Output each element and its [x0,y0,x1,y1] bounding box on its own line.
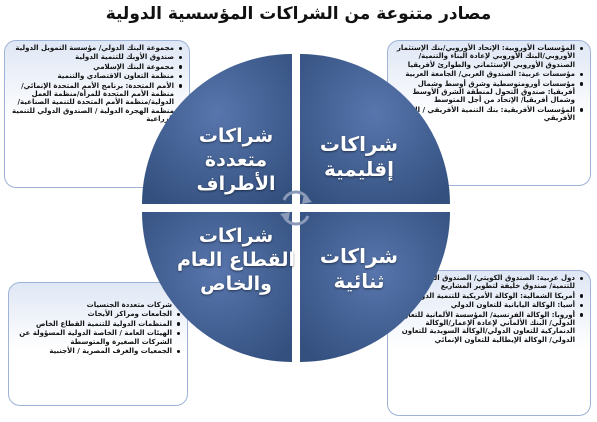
public-private-partners-box: شركات متعددة الجنسيات الجامعات ومراكز ال… [8,282,188,406]
list-item: دول عربية: الصندوق الكويتي/ الصندوق السع… [392,274,583,291]
list-item: مجموعة البنك الدولي/ مؤسسة التمويل الدول… [9,44,182,52]
list-item: مؤسسات أورومتوسطية وشرق أوسط وشمال أفريق… [392,80,583,105]
list-item: مؤسسات عربية: الصندوق العربي/ الجامعة ال… [392,70,583,78]
regional-partners-list: المؤسسات الأوروبية: الإتحاد الأوروبي/بنك… [392,44,584,123]
public-private-partners-list: شركات متعددة الجنسيات الجامعات ومراكز ال… [13,301,181,355]
quadrant-top-left [142,54,292,204]
list-item: الأمم المتحدة: برنامج الأمم المتحدة الإن… [9,82,182,124]
list-item: مجموعة البنك الإسلامي [9,63,182,71]
page-title: مصادر متنوعة من الشراكات المؤسسية الدولي… [105,4,492,24]
list-item: أمريكا الشمالية: الوكالة الأمريكية للتنم… [392,291,583,300]
multilateral-partners-list: مجموعة البنك الدولي/ مؤسسة التمويل الدول… [9,44,183,124]
list-item: المنظمات الدولية للتنمية القطاع الخاص [13,320,180,328]
list-item: الجامعات ومراكز الأبحاث [13,310,180,318]
quadrant-label-bilateral: شراكات ثنائية [319,244,399,293]
multilateral-partners-box: مجموعة البنك الدولي/ مؤسسة التمويل الدول… [4,40,190,188]
quadrant-top-right [300,54,450,204]
list-item: أوروبا: الوكالة الفرنسية/ المؤسسة الألما… [392,311,583,345]
quadrant-bottom-right [300,212,450,362]
quadrant-circle [142,54,450,362]
bilateral-partners-list: دول عربية: الصندوق الكويتي/ الصندوق السع… [392,274,584,344]
quadrant-label-regional: شراكات إقليمية [319,132,399,181]
quadrant-bottom-left [142,212,292,362]
list-item: المؤسسات الأوروبية: الإتحاد الأوروبي/بنك… [392,44,583,69]
list-item: منظمة التعاون الاقتصادي والتنمية [9,72,182,80]
bilateral-partners-box: دول عربية: الصندوق الكويتي/ الصندوق السع… [387,270,591,416]
list-item: صندوق الأوبك للتنمية الدولية [9,53,182,61]
list-item: أسيا: الوكالة اليابانية للتعاون الدولي [392,301,583,309]
partnership-circle-diagram: شراكات متعددة الأطراف شراكات إقليمية شرا… [136,48,456,368]
list-item: المؤسسات الأفريقية: بنك التنمية الأفريقي… [392,106,583,123]
quadrant-label-multilateral: شراكات متعددة الأطراف [196,125,276,195]
list-item: الجمعيات والغرف المصرية / الأجنبية [13,347,180,355]
quadrant-label-public-private: شراكات القطاع العام والخاص [177,225,295,295]
list-item: الهيئات العامة / الخاصة الدولية المسؤولة… [13,329,180,346]
